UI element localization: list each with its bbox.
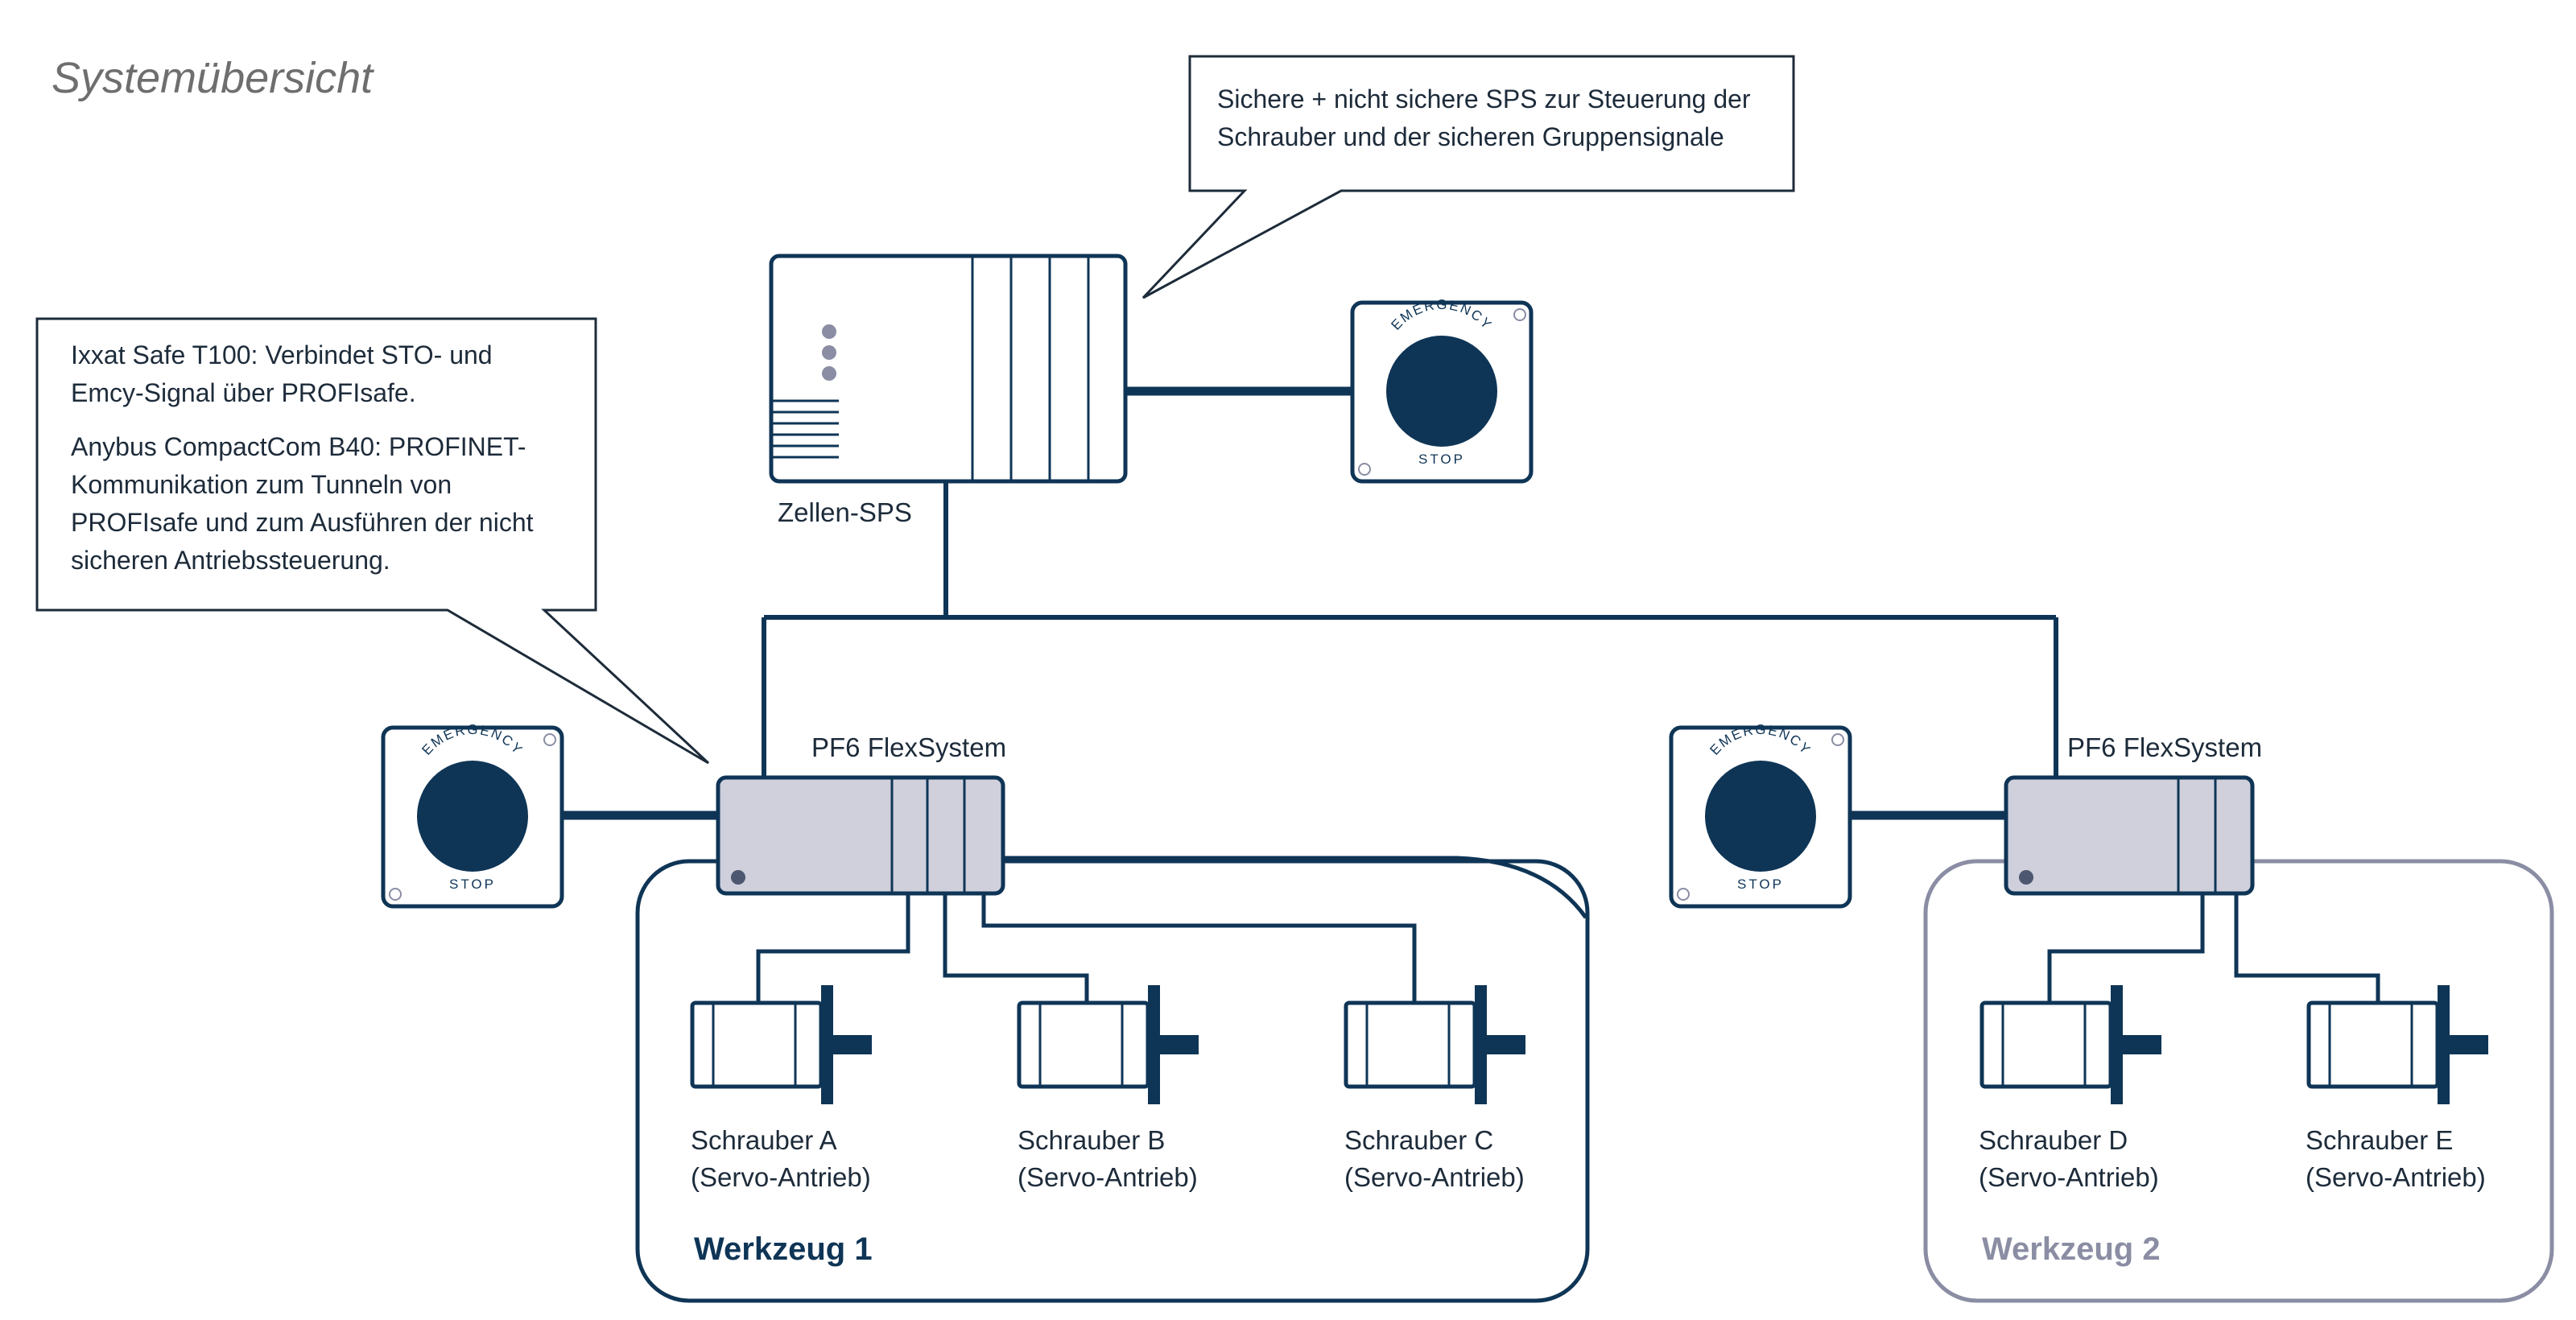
estop-left-bottom-label: STOP (449, 877, 496, 892)
cell-plc-label: Zellen-SPS (778, 497, 912, 527)
flexsystem-1-label: PF6 FlexSystem (811, 732, 1007, 762)
tool-1-cables (756, 856, 1588, 1003)
screwdriver-e-name: Schrauber E (2306, 1125, 2454, 1155)
callout-sps-line-2: Schrauber und der sicheren Gruppensignal… (1217, 122, 1724, 151)
screwdriver-c-drive: (Servo-Antrieb) (1344, 1162, 1525, 1192)
screwdriver-c-name: Schrauber C (1344, 1125, 1494, 1155)
callout-ixxat-line-3: Anybus CompactCom B40: PROFINET- (71, 432, 526, 461)
page-title: Systemübersicht (52, 54, 374, 102)
tool-2-cables (2047, 893, 2380, 1003)
screwdriver-a-motor (690, 985, 872, 1104)
cell-plc (769, 254, 1128, 484)
emergency-stop-right[interactable]: EMERGENCY STOP (1669, 722, 1852, 909)
screwdriver-d-drive: (Servo-Antrieb) (1979, 1162, 2159, 1192)
tool-1-name: Werkzeug 1 (694, 1231, 873, 1267)
screwdriver-b-name: Schrauber B (1018, 1125, 1166, 1155)
flexsystem-2-device (2004, 775, 2255, 896)
screwdriver-d-label: Schrauber D (Servo-Antrieb) (1979, 1122, 2159, 1196)
callout-ixxat-line-4: Kommunikation zum Tunneln von (71, 470, 452, 499)
tool-1-frame (635, 859, 1590, 1303)
callout-ixxat-line-6: sicheren Antriebssteuerung. (71, 546, 390, 575)
screwdriver-a-drive: (Servo-Antrieb) (691, 1162, 871, 1192)
screwdriver-e-label: Schrauber E (Servo-Antrieb) (2306, 1122, 2486, 1196)
callout-ixxat-line-2: Emcy-Signal über PROFIsafe. (71, 378, 416, 407)
screwdriver-e-motor (2306, 985, 2488, 1104)
estop-right-bottom-label: STOP (1737, 877, 1784, 892)
callout-ixxat-line-5: PROFIsafe und zum Ausführen der nicht (71, 508, 534, 537)
flexsystem-1-device (716, 775, 1005, 896)
screwdriver-b-label: Schrauber B (Servo-Antrieb) (1018, 1122, 1198, 1196)
screwdriver-c-motor (1344, 985, 1525, 1104)
emergency-stop-top[interactable]: EMERGENCY STOP (1350, 297, 1534, 484)
callout-sps-text: Sichere + nicht sichere SPS zur Steuerun… (1217, 80, 1751, 156)
callout-ixxat-line-1: Ixxat Safe T100: Verbindet STO- und (71, 340, 493, 369)
profinet-lines (762, 481, 2058, 778)
screwdriver-d-motor (1979, 985, 2161, 1104)
estop-cables (562, 386, 2006, 820)
screwdriver-a-name: Schrauber A (691, 1125, 837, 1155)
callout-ixxat-box (35, 317, 710, 765)
flexsystem-2-label: PF6 FlexSystem (2067, 732, 2263, 762)
screwdriver-d-name: Schrauber D (1979, 1125, 2128, 1155)
screwdriver-c-label: Schrauber C (Servo-Antrieb) (1344, 1122, 1525, 1196)
screwdriver-b-drive: (Servo-Antrieb) (1018, 1162, 1198, 1192)
callout-sps-box (1141, 55, 1795, 299)
screwdriver-a-label: Schrauber A (Servo-Antrieb) (691, 1122, 871, 1196)
estop-bottom-label: STOP (1418, 452, 1465, 467)
screwdriver-motors (690, 985, 2488, 1104)
emergency-stop-left[interactable]: EMERGENCY STOP (381, 722, 564, 909)
callout-sps-line-1: Sichere + nicht sichere SPS zur Steuerun… (1217, 85, 1751, 113)
callout-ixxat-text: Ixxat Safe T100: Verbindet STO- und Emcy… (71, 336, 534, 580)
screwdriver-e-drive: (Servo-Antrieb) (2306, 1162, 2486, 1192)
tool-2-name: Werkzeug 2 (1982, 1231, 2161, 1267)
screwdriver-b-motor (1017, 985, 1199, 1104)
